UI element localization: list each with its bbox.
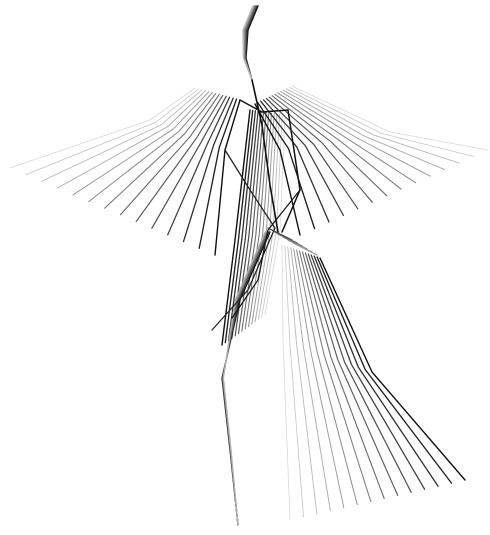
left-arm-trail-line bbox=[89, 93, 213, 202]
motion-trails bbox=[10, 86, 488, 520]
left-arm-trail-line bbox=[152, 96, 226, 228]
right-leg-trail-line bbox=[288, 247, 317, 514]
right-leg-trail-line bbox=[303, 252, 385, 499]
right-leg-trail-line bbox=[300, 251, 371, 502]
right-arm-trail-line bbox=[272, 96, 387, 196]
right-arm-trail-line bbox=[258, 103, 315, 229]
right-leg-trail-line bbox=[282, 245, 290, 520]
right-arm-trail-line bbox=[269, 97, 372, 202]
right-leg-trail-line bbox=[317, 257, 451, 483]
right-leg-trail-line bbox=[294, 249, 344, 508]
left-arm-trail-line bbox=[26, 89, 199, 175]
right-arm-trail-line bbox=[275, 94, 401, 189]
right-leg-trail-line bbox=[305, 253, 397, 495]
right-arm-trail-line bbox=[286, 89, 459, 163]
right-leg-trail-line bbox=[314, 256, 438, 486]
left-arm-trail-line bbox=[10, 88, 195, 168]
